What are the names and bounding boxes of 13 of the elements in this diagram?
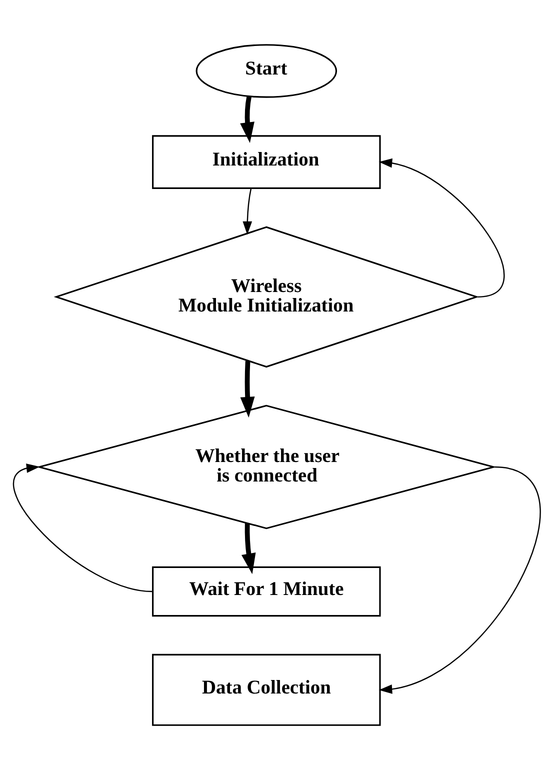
node-box: Data Collection xyxy=(152,653,381,726)
node-box: Wait For 1 Minute xyxy=(152,566,381,616)
arrow xyxy=(378,466,540,694)
node-ellipse: Start xyxy=(196,44,338,98)
node-diamond: Whether the user is connected xyxy=(36,404,497,529)
arrow xyxy=(240,360,255,418)
arrow xyxy=(378,158,505,298)
arrow xyxy=(242,188,252,234)
arrow xyxy=(13,463,152,592)
node-diamond: Wireless Module Initialization xyxy=(54,226,480,368)
arrow xyxy=(241,523,256,574)
arrow xyxy=(240,95,254,143)
node-box: Initialization xyxy=(152,134,381,188)
